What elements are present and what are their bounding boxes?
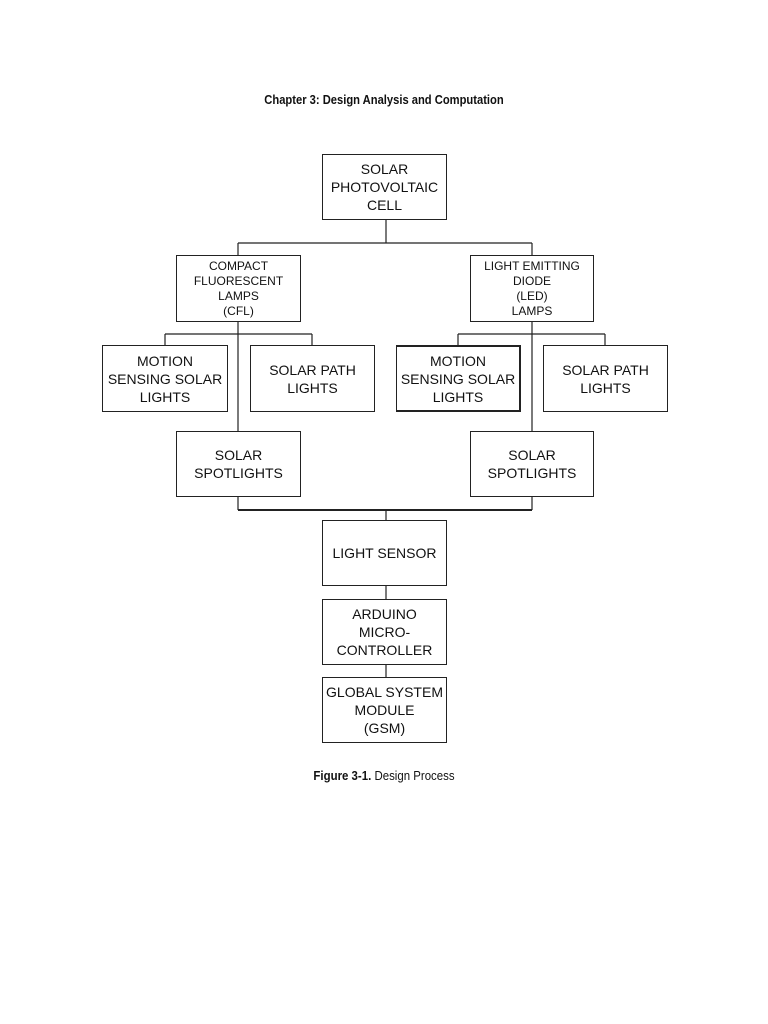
chapter-heading: Chapter 3: Design Analysis and Computati… — [264, 92, 504, 107]
node-solar-photovoltaic-cell: SOLAR PHOTOVOLTAIC CELL — [322, 154, 447, 220]
node-solar-spotlights-right: SOLAR SPOTLIGHTS — [470, 431, 594, 497]
node-motion-sensing-lights-left: MOTION SENSING SOLAR LIGHTS — [102, 345, 228, 412]
node-cfl-lamps: COMPACT FLUORESCENT LAMPS (CFL) — [176, 255, 301, 322]
node-arduino-microcontroller: ARDUINO MICRO- CONTROLLER — [322, 599, 447, 665]
node-gsm-module: GLOBAL SYSTEM MODULE (GSM) — [322, 677, 447, 743]
node-led-lamps: LIGHT EMITTING DIODE (LED) LAMPS — [470, 255, 594, 322]
node-solar-spotlights-left: SOLAR SPOTLIGHTS — [176, 431, 301, 497]
node-solar-path-lights-left: SOLAR PATH LIGHTS — [250, 345, 375, 412]
figure-caption-label: Figure 3-1. — [313, 768, 372, 783]
node-motion-sensing-lights-right: MOTION SENSING SOLAR LIGHTS — [396, 345, 521, 412]
node-solar-path-lights-right: SOLAR PATH LIGHTS — [543, 345, 668, 412]
figure-caption-text: Design Process — [371, 768, 455, 783]
figure-caption: Figure 3-1. Design Process — [46, 768, 722, 783]
node-light-sensor: LIGHT SENSOR — [322, 520, 447, 586]
